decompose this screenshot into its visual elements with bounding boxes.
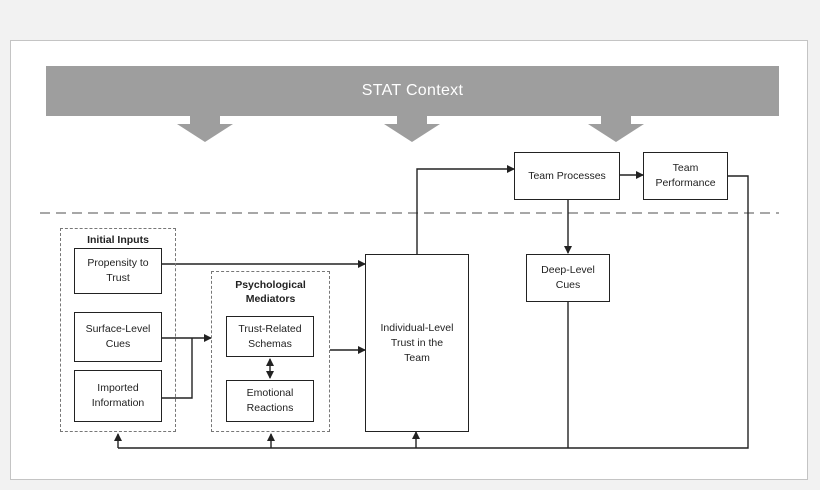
individual-level-trust-box: Individual-Level Trust in the Team — [365, 254, 469, 432]
trust-related-schemas-box: Trust-Related Schemas — [226, 316, 314, 357]
arrow-trust-to-processes — [416, 165, 515, 254]
context-down-arrow — [588, 116, 644, 142]
psychological-mediators-group — [211, 271, 330, 432]
context-down-arrow — [384, 116, 440, 142]
propensity-to-trust-box: Propensity to Trust — [74, 248, 162, 294]
arrow-imported-to-mediators — [162, 338, 193, 399]
surface-level-cues-box: Surface-Level Cues — [74, 312, 162, 362]
initial-inputs-group — [60, 228, 176, 432]
context-down-arrow — [177, 116, 233, 142]
initial-inputs-title: Initial Inputs — [87, 234, 149, 246]
feedback-performance-line — [118, 175, 749, 449]
emotional-reactions-box: Emotional Reactions — [226, 380, 314, 422]
team-performance-box: Team Performance — [643, 152, 728, 200]
imported-information-box: Imported Information — [74, 370, 162, 422]
team-processes-box: Team Processes — [514, 152, 620, 200]
deep-level-cues-box: Deep-Level Cues — [526, 254, 610, 302]
stat-context-banner — [46, 66, 779, 116]
psychological-mediators-title: Psychological Mediators — [235, 279, 306, 305]
stat-context-label: STAT Context — [361, 82, 464, 99]
